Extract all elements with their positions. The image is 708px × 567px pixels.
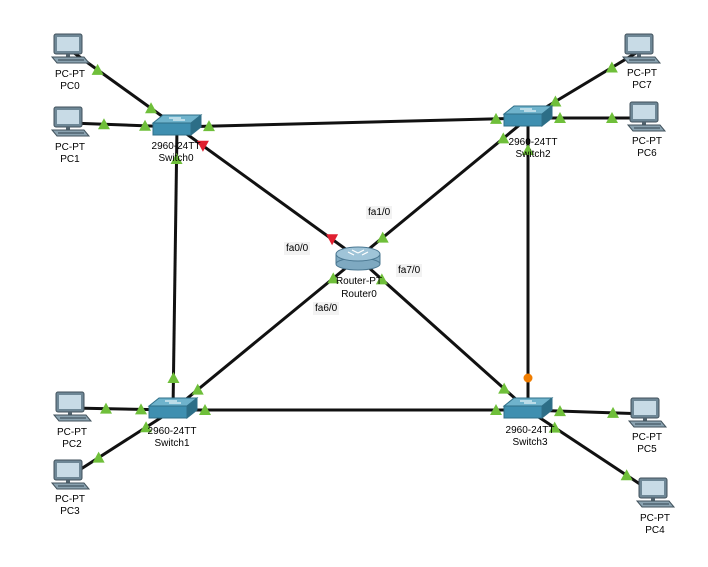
pc0-icon[interactable]: [50, 33, 91, 64]
link-light-pc5-switch3-a: [607, 406, 620, 418]
link-light-pc4-switch3-a: [620, 469, 633, 481]
link-light-switch0-router0-b: [326, 234, 339, 246]
cable-switch0-switch1[interactable]: [171, 126, 179, 411]
switch0-icon[interactable]: [151, 113, 203, 137]
link-light-switch0-router0-a: [196, 140, 209, 152]
link-light-switch1-router0-a: [191, 383, 204, 395]
router0-icon[interactable]: [335, 246, 381, 271]
link-light-switch2-router0-b: [376, 231, 389, 243]
link-light-pc7-switch2-a: [605, 61, 618, 73]
link-light-switch1-switch3-a: [199, 404, 211, 415]
link-light-switch2-switch3-a: [522, 144, 534, 155]
cable-switch0-switch2[interactable]: [176, 116, 529, 129]
link-light-switch0-switch2-a: [202, 120, 215, 132]
link-light-pc1-switch0-a: [97, 118, 110, 130]
cable-switch1-router0[interactable]: [172, 256, 359, 412]
pc1-icon[interactable]: [50, 106, 91, 137]
link-light-pc0-switch0-a: [91, 63, 104, 75]
cable-pc3-switch1[interactable]: [69, 408, 174, 478]
pc2-icon[interactable]: [52, 391, 93, 422]
pc7-icon[interactable]: [621, 33, 662, 64]
link-light-router0-switch3-b: [498, 382, 511, 394]
link-light-pc1-switch0-b: [139, 119, 152, 131]
link-light-pc6-switch2-a: [606, 112, 618, 123]
link-light-pc5-switch3-b: [553, 405, 566, 417]
pc3-icon[interactable]: [50, 459, 91, 490]
switch2-icon[interactable]: [502, 104, 554, 128]
link-light-pc7-switch2-b: [549, 95, 562, 107]
pc4-icon[interactable]: [635, 477, 676, 508]
switch3-icon[interactable]: [502, 396, 554, 420]
link-light-switch2-switch3-b: [523, 373, 533, 383]
link-light-pc2-switch1-a: [99, 402, 112, 414]
link-light-switch0-switch1-a: [170, 152, 183, 164]
link-light-switch1-router0-b: [327, 272, 340, 284]
pc5-icon[interactable]: [627, 397, 668, 428]
link-light-pc4-switch3-b: [548, 421, 561, 433]
link-light-pc3-switch1-b: [140, 421, 153, 433]
link-light-switch0-switch1-b: [167, 372, 180, 384]
link-light-switch0-switch2-b: [490, 112, 503, 124]
link-light-router0-switch3-a: [375, 273, 388, 285]
link-light-pc3-switch1-a: [92, 451, 105, 463]
link-light-switch1-switch3-b: [490, 404, 502, 415]
link-light-pc6-switch2-b: [554, 112, 566, 123]
pc6-icon[interactable]: [626, 101, 667, 132]
link-light-pc2-switch1-b: [135, 403, 148, 415]
link-light-switch2-router0-a: [497, 132, 510, 144]
link-light-pc0-switch0-b: [145, 102, 158, 114]
switch1-icon[interactable]: [147, 396, 199, 420]
cable-pc4-switch3[interactable]: [527, 408, 656, 496]
